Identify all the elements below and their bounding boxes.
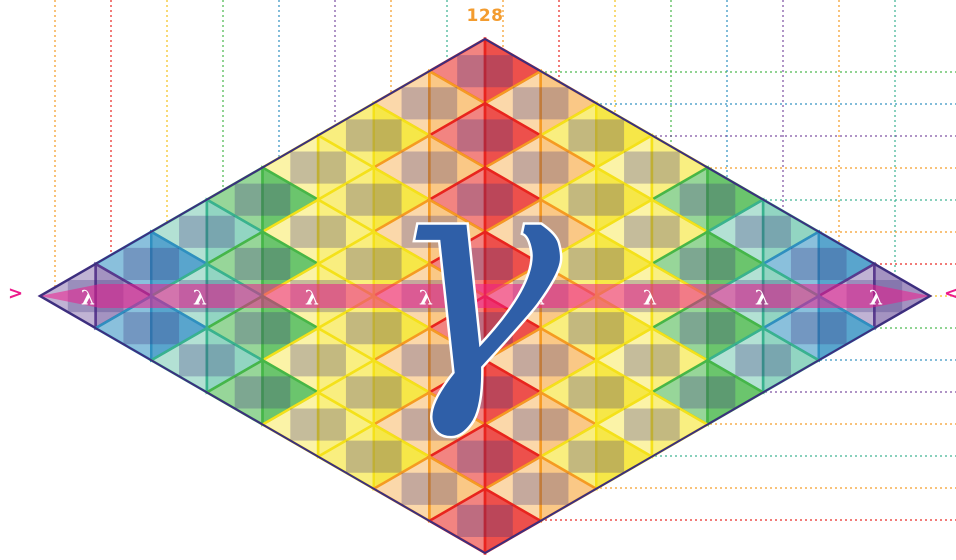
inner-diamond xyxy=(402,473,458,505)
inner-diamond xyxy=(513,473,569,505)
inner-diamond xyxy=(290,216,346,248)
inner-diamond xyxy=(735,216,791,248)
lambda-label: λ xyxy=(193,286,207,310)
inner-diamond xyxy=(624,151,680,183)
inner-diamond xyxy=(457,55,513,87)
inner-diamond xyxy=(235,248,291,280)
inner-diamond xyxy=(123,312,179,344)
lambda-label: λ xyxy=(869,286,883,310)
inner-diamond xyxy=(680,248,736,280)
inner-diamond xyxy=(624,216,680,248)
inner-diamond xyxy=(457,505,513,537)
inner-diamond xyxy=(680,184,736,216)
inner-diamond xyxy=(457,441,513,473)
inner-diamond xyxy=(568,119,624,151)
left-arrow-icon: > xyxy=(8,283,23,304)
inner-diamond xyxy=(290,344,346,376)
inner-diamond xyxy=(568,248,624,280)
inner-diamond xyxy=(568,312,624,344)
inner-diamond xyxy=(624,344,680,376)
inner-diamond xyxy=(179,216,235,248)
inner-diamond xyxy=(735,344,791,376)
inner-diamond xyxy=(346,441,402,473)
right-arrow-icon: < xyxy=(944,283,956,304)
inner-diamond xyxy=(680,312,736,344)
inner-diamond xyxy=(235,312,291,344)
lambda-label: λ xyxy=(81,286,95,310)
inner-diamond xyxy=(568,184,624,216)
gamma-symbol: γ xyxy=(387,107,564,444)
inner-diamond xyxy=(568,376,624,408)
lambda-label: λ xyxy=(643,286,657,310)
inner-diamond xyxy=(791,248,847,280)
inner-diamond xyxy=(235,376,291,408)
inner-diamond xyxy=(624,408,680,440)
top-number-label: 128 xyxy=(0,6,956,26)
inner-diamond xyxy=(290,151,346,183)
inner-diamond xyxy=(568,441,624,473)
inner-diamond xyxy=(179,344,235,376)
inner-diamond xyxy=(123,248,179,280)
inner-diamond xyxy=(680,376,736,408)
lambda-label: λ xyxy=(305,286,319,310)
inner-diamond xyxy=(791,312,847,344)
lambda-label: λ xyxy=(755,286,769,310)
inner-diamond xyxy=(235,184,291,216)
inner-diamond xyxy=(290,408,346,440)
